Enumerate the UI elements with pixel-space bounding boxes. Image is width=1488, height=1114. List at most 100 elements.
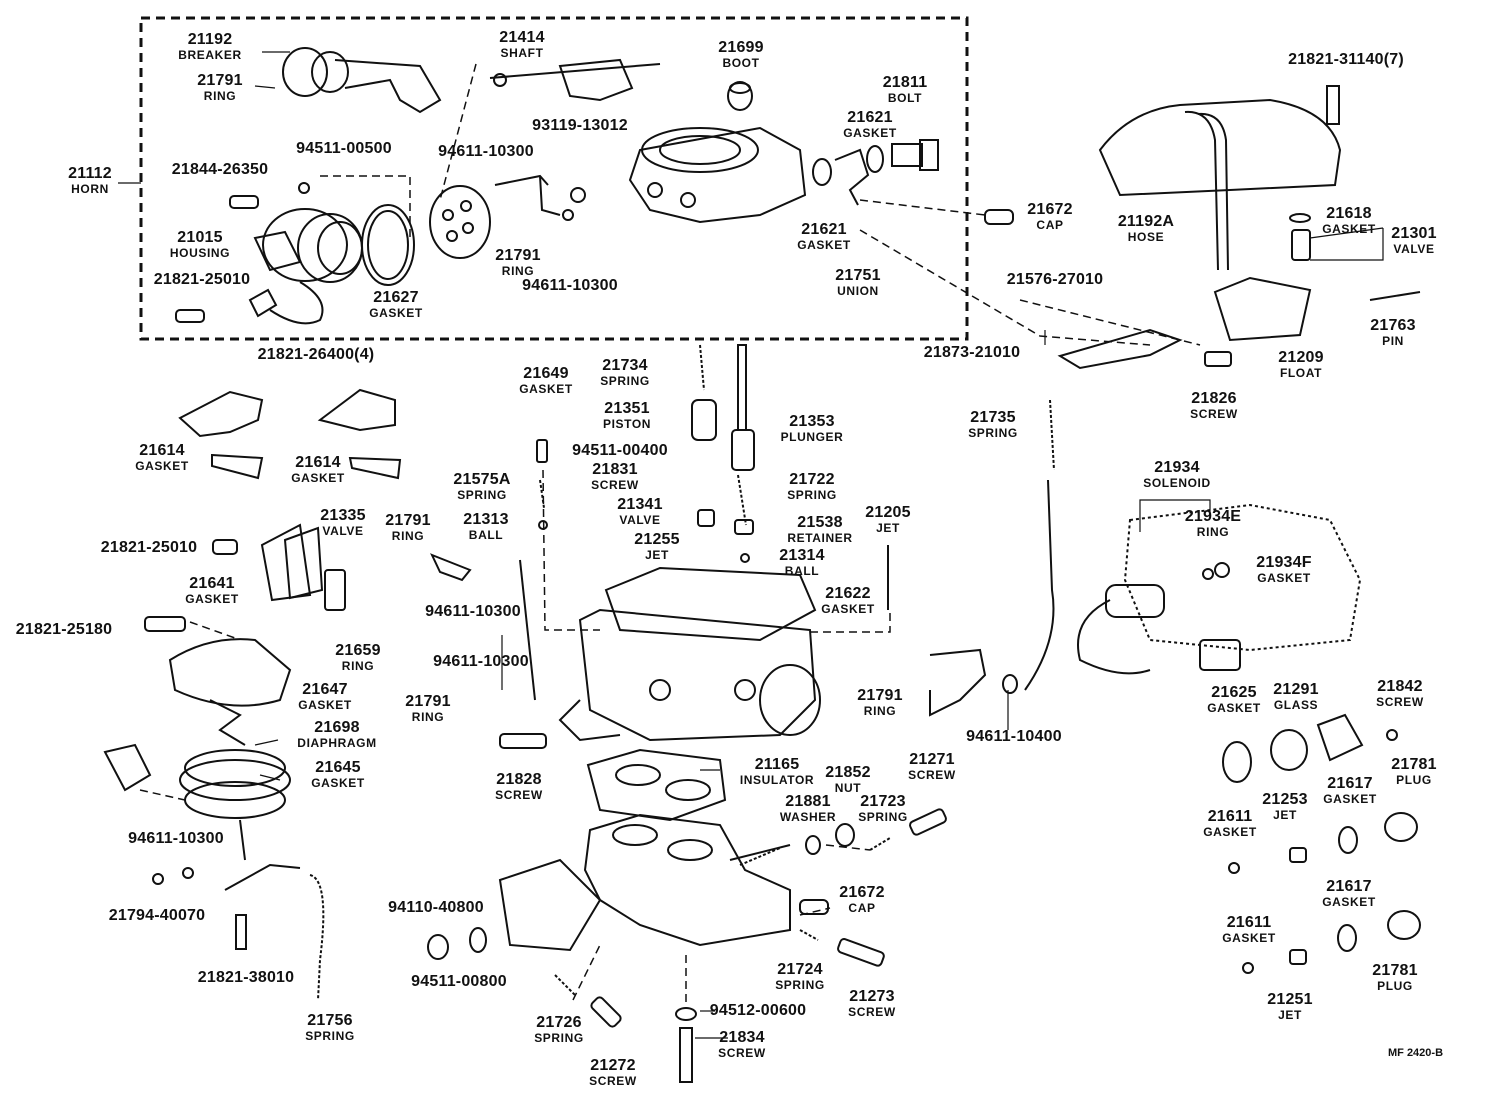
part-number: 94511-00800 <box>411 973 507 990</box>
part-name: RING <box>863 704 897 718</box>
sight-cover-drawing <box>1316 713 1364 762</box>
part-name: NUT <box>834 781 862 795</box>
part-name: BOLT <box>887 91 923 105</box>
part-number: 21791 <box>405 693 451 710</box>
screw-21273-drawing <box>837 938 885 967</box>
screw-21842-drawing <box>1386 729 1398 741</box>
part-number: 21414 <box>499 29 545 46</box>
part-callout: 94511-00400 <box>572 443 668 459</box>
part-name: GASKET <box>1322 895 1376 909</box>
spring-21734-drawing <box>699 344 705 391</box>
diagram-code: MF 2420-B <box>1388 1047 1444 1059</box>
screw-21821-31140-drawing <box>1326 85 1340 125</box>
lever-21614-left-drawing <box>178 390 264 480</box>
part-number: 21621 <box>847 109 893 126</box>
part-name: HOSE <box>1127 230 1165 244</box>
part-name: BALL <box>784 564 820 578</box>
part-number: 21821-26400(4) <box>257 346 375 363</box>
part-number: 94611-10300 <box>128 830 224 847</box>
part-number: 21313 <box>463 511 509 528</box>
part-name: GASKET <box>797 238 851 252</box>
part-callout: 21821-25010 <box>101 540 198 556</box>
spring-21724-drawing <box>799 929 819 941</box>
part-name: HOUSING <box>169 246 231 260</box>
gasket-21625-drawing <box>1222 741 1252 783</box>
plug-21781-drawing <box>1384 812 1418 842</box>
gasket-21627-drawing <box>361 204 415 286</box>
throttle-body-drawing <box>498 813 791 952</box>
part-name: SOLENOID <box>1143 476 1211 490</box>
leader-lines <box>118 51 1384 1039</box>
gasket-21611-drawing <box>1228 862 1240 874</box>
part-name: GASKET <box>185 592 239 606</box>
part-number: 21826 <box>1191 390 1237 407</box>
ring-21794-drawing <box>152 873 164 885</box>
part-number: 21291 <box>1273 681 1319 698</box>
spring-21722-drawing <box>737 474 747 526</box>
part-number: 21351 <box>604 400 650 417</box>
part-callout: 94611-10300 <box>438 144 534 160</box>
part-number: 21645 <box>315 759 361 776</box>
part-name: SCREW <box>591 478 639 492</box>
screw-21834-drawing <box>679 1027 693 1083</box>
part-number: 21698 <box>314 719 360 736</box>
part-name: GASKET <box>1257 571 1311 585</box>
part-name: RING <box>391 529 425 543</box>
part-name: RING <box>501 264 535 278</box>
part-name: CAP <box>848 901 876 915</box>
part-name: GASKET <box>298 698 352 712</box>
part-name: SPRING <box>775 978 825 992</box>
part-name: GASKET <box>821 602 875 616</box>
lever-drawing <box>1057 328 1183 370</box>
part-number: 21255 <box>634 531 680 548</box>
part-number: 21821-38010 <box>197 969 295 986</box>
jet-21253-drawing <box>1289 847 1307 863</box>
part-number: 21811 <box>882 74 928 91</box>
part-drawings <box>103 47 1421 1083</box>
gasket-21621-drawing <box>812 158 832 186</box>
part-number: 21735 <box>970 409 1016 426</box>
screw-21271-drawing <box>909 808 947 836</box>
part-name: SCREW <box>1376 695 1424 709</box>
part-name: BREAKER <box>178 48 242 62</box>
part-name: GASKET <box>311 776 365 790</box>
float-drawing <box>1213 276 1312 342</box>
part-name: UNION <box>837 284 879 298</box>
screw-21821-25010-drawing <box>175 309 205 323</box>
part-name: JET <box>1273 808 1297 822</box>
part-number: 21617 <box>1327 775 1373 792</box>
part-number: 21791 <box>385 512 431 529</box>
part-number: 21821-25010 <box>153 271 251 288</box>
part-number: 21353 <box>789 413 835 430</box>
part-name: JET <box>1278 1008 1302 1022</box>
part-name: GASKET <box>1322 222 1376 236</box>
part-number: 21934 <box>1154 459 1200 476</box>
part-number: 94511-00400 <box>572 442 668 459</box>
part-name: GASKET <box>1203 825 1257 839</box>
part-name: FLOAT <box>1279 366 1323 380</box>
part-number: 21699 <box>718 39 764 56</box>
part-name: GASKET <box>1222 931 1276 945</box>
part-number: 94611-10300 <box>433 653 529 670</box>
part-name: SCREW <box>908 768 956 782</box>
part-number: 21641 <box>189 575 235 592</box>
part-name: GASKET <box>1207 701 1261 715</box>
